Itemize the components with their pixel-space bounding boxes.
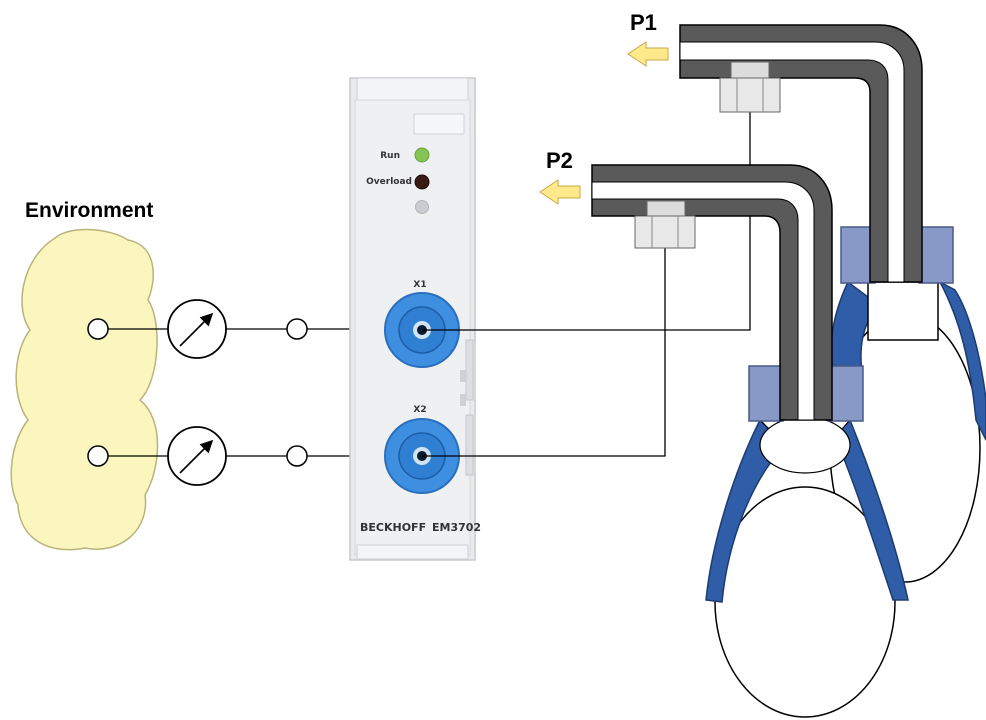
port-x1-label: X1 — [413, 280, 426, 290]
junction-1 — [286, 318, 308, 340]
p2-flow-arrow — [539, 179, 581, 205]
environment-label: Environment — [25, 199, 153, 222]
port-x2-label: X2 — [413, 405, 426, 415]
led-run — [414, 147, 430, 163]
led-run-label: Run — [380, 151, 400, 161]
module-model: EM3702 — [432, 521, 481, 534]
pressure-line-2 — [87, 426, 384, 486]
p1-flow-arrow — [627, 41, 669, 67]
led-overload-label: Overload — [366, 177, 412, 187]
led-overload — [414, 174, 430, 190]
hose-x2-to-p2 — [422, 248, 666, 457]
module-label-slot — [413, 113, 465, 135]
port-p1-label: P1 — [630, 10, 657, 35]
environment-cloud — [10, 228, 159, 551]
environment-tap-2 — [87, 445, 109, 467]
junction-2 — [286, 445, 308, 467]
environment-shape — [10, 228, 159, 551]
port-p2-label: P2 — [546, 148, 573, 173]
led-spare — [415, 200, 429, 214]
pressure-line-1 — [87, 299, 384, 359]
module-brand: BECKHOFF — [360, 521, 426, 534]
ecat-module: Run Overload X1 X2 BECKHOFF EM3702 — [349, 77, 481, 561]
gripper-2 — [591, 164, 909, 718]
environment-tap-1 — [87, 318, 109, 340]
